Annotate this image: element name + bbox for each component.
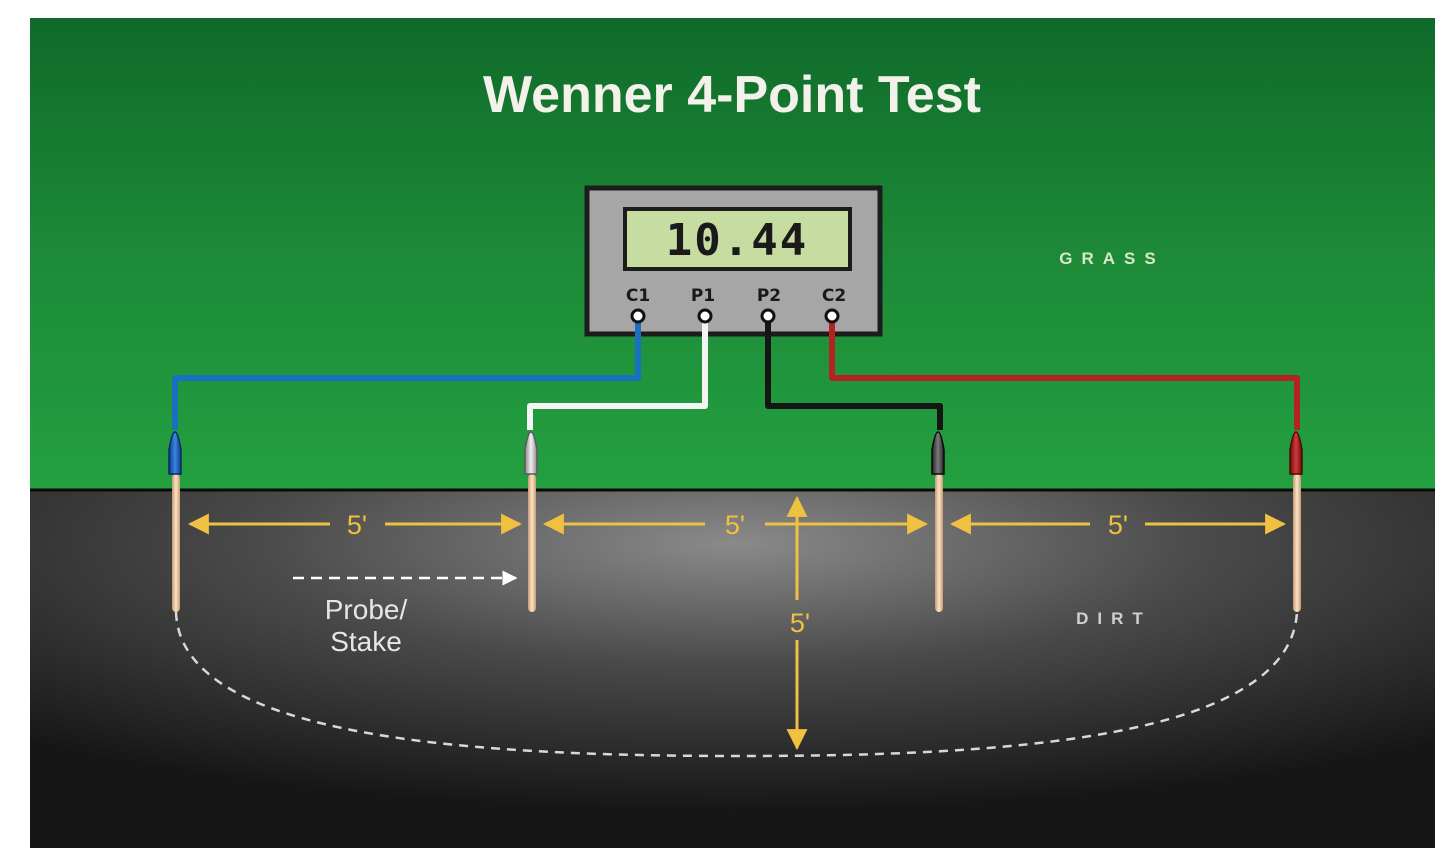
probe-p1 [524,431,538,612]
lead-wire-c2 [829,316,1300,430]
depth-label: 5' [790,608,810,638]
diagram-title: Wenner 4-Point Test [483,66,981,124]
spacing-dimension-1: 5' [187,510,523,540]
spacing-label-3: 5' [1108,510,1128,540]
terminal-label-p2: P2 [757,286,781,306]
resistance-meter: 10.44 C1 P1 P2 C2 [584,185,883,337]
dirt-label: DIRT [1076,609,1152,628]
terminal-post-c1 [630,308,646,324]
probe-caption-line-1: Probe/ [325,594,408,625]
lead-wire-p2 [765,316,943,430]
lead-wire-c1 [172,316,641,430]
meter-reading: 10.44 [666,215,808,266]
spacing-label-2: 5' [725,510,745,540]
probe-c2 [1289,431,1303,612]
terminal-label-c1: C1 [626,286,650,306]
lead-wire-p1 [527,316,708,430]
measured-soil-volume [174,611,1299,758]
terminal-post-c2 [824,308,840,324]
terminal-label-p1: P1 [691,286,715,306]
probe-caption-line-2: Stake [330,626,402,657]
terminal-post-p1 [697,308,713,324]
terminal-label-c2: C2 [822,286,846,306]
dirt-area [30,490,1435,848]
spacing-dimension-2: 5' [542,510,929,540]
terminal-post-p2 [760,308,776,324]
depth-dimension: 5' [786,495,810,751]
spacing-label-1: 5' [347,510,367,540]
spacing-dimension-3: 5' [949,510,1287,540]
grass-label: GRASS [1059,249,1164,268]
meter-display [623,207,852,271]
probe-c1 [168,431,182,612]
probe-p2 [931,431,945,612]
